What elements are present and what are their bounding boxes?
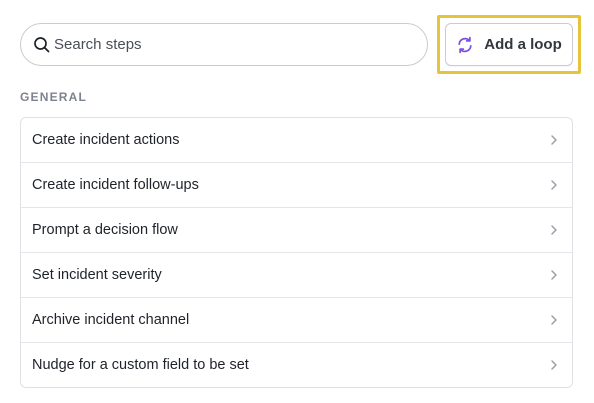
add-loop-label: Add a loop [484,36,562,53]
step-label: Nudge for a custom field to be set [32,357,249,373]
search-input[interactable] [54,32,394,57]
chevron-right-icon [551,360,557,370]
add-loop-button[interactable]: Add a loop [445,23,573,66]
list-item[interactable]: Prompt a decision flow [21,208,572,253]
chevron-right-icon [551,270,557,280]
step-label: Create incident follow-ups [32,177,199,193]
list-item[interactable]: Nudge for a custom field to be set [21,343,572,387]
step-list: Create incident actions Create incident … [20,117,573,388]
chevron-right-icon [551,180,557,190]
list-item[interactable]: Create incident follow-ups [21,163,572,208]
search-icon [34,36,50,52]
list-item[interactable]: Create incident actions [21,118,572,163]
list-item[interactable]: Set incident severity [21,253,572,298]
step-label: Prompt a decision flow [32,222,178,238]
step-label: Create incident actions [32,132,180,148]
chevron-right-icon [551,135,557,145]
loop-arrows-icon [458,36,472,53]
search-box[interactable] [20,23,428,66]
list-item[interactable]: Archive incident channel [21,298,572,343]
step-label: Set incident severity [32,267,162,283]
chevron-right-icon [551,315,557,325]
chevron-right-icon [551,225,557,235]
add-loop-highlight [437,15,581,74]
section-heading: GENERAL [20,90,88,104]
step-label: Archive incident channel [32,312,190,328]
